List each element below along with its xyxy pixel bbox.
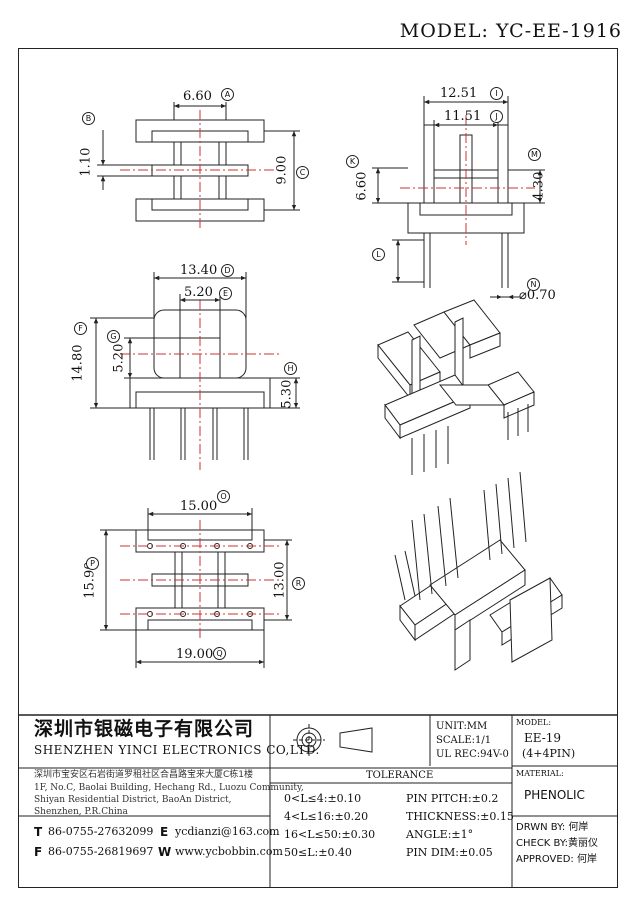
fax-value: 86-0755-26819697 (48, 845, 154, 858)
marker-g: G (107, 330, 120, 343)
dim-5-20-top: 5.20 (184, 285, 213, 300)
address-en-1: 1F, No.C, Baolai Building, Hechang Rd., … (34, 783, 304, 793)
tolerance-row-2: 4<L≤16:±0.20 (284, 810, 369, 823)
marker-r: R (292, 577, 305, 590)
dim-13-00: 13.00 (272, 561, 288, 599)
material-value: PHENOLIC (524, 788, 585, 802)
marker-j: J (490, 110, 503, 123)
address-en-2: Shiyan Residential District, BaoAn Distr… (34, 795, 232, 805)
unit-spec: UNIT:MM (436, 721, 488, 732)
front-view (90, 272, 300, 470)
dim-13-40: 13.40 (180, 263, 218, 278)
checked-by: CHECK BY:黄丽仪 (516, 838, 599, 849)
top-view (97, 102, 300, 230)
web-label: W (158, 845, 172, 859)
marker-o: O (217, 490, 230, 503)
ul-spec: UL REC:94V-0 (436, 749, 509, 760)
tolerance-thickness: THICKNESS:±0.15 (406, 810, 514, 823)
dim-11-51: 11.51 (444, 109, 482, 124)
title-block-grid (18, 714, 618, 888)
tolerance-row-1: 0<L≤4:±0.10 (284, 792, 362, 805)
marker-h: H (284, 362, 297, 375)
tolerance-pin-dim: PIN DIM:±0.05 (406, 846, 493, 859)
marker-q: Q (213, 647, 226, 660)
marker-f: F (74, 322, 87, 335)
marker-c: C (296, 166, 309, 179)
tel-value: 86-0755-27632099 (48, 825, 154, 838)
dim-19-00: 19.00 (176, 647, 214, 662)
company-name-en: SHENZHEN YINCI ELECTRONICS CO,LTD. (34, 743, 320, 757)
company-name-cn: 深圳市银磁电子有限公司 (34, 718, 255, 740)
tolerance-row-3: 16<L≤50:±0.30 (284, 828, 376, 841)
marker-n: N (527, 278, 540, 291)
marker-d: D (221, 264, 234, 277)
side-view (372, 96, 545, 300)
marker-i: I (490, 87, 503, 100)
dim-12-51: 12.51 (440, 86, 478, 101)
marker-k: K (346, 155, 359, 168)
drawn-by: DRWN BY: 何岸 (516, 822, 589, 833)
model-value: EE-19 (524, 731, 562, 745)
bottom-view (100, 508, 292, 668)
marker-p: P (86, 557, 99, 570)
dim-0-70: ⌀0.70 (519, 288, 556, 303)
dim-4-30: 4.30 (531, 171, 547, 201)
marker-m: M (528, 148, 541, 161)
email-label: E (160, 825, 169, 839)
email-value[interactable]: ycdianzi@163.com (175, 825, 280, 838)
marker-b: B (82, 112, 95, 125)
dim-5-30: 5.30 (279, 379, 295, 409)
dim-1-10: 1.10 (78, 147, 94, 177)
address-cn: 深圳市宝安区石岩街道罗租社区合昌路宝来大厦C栋1楼 (34, 770, 254, 780)
tolerance-row-4: 50≤L:±0.40 (284, 846, 352, 859)
marker-l: L (372, 248, 385, 261)
tolerance-pin-pitch: PIN PITCH:±0.2 (406, 792, 499, 805)
tel-label: T (34, 825, 43, 839)
isometric-view-upper (377, 299, 535, 475)
model-label: MODEL: (516, 718, 552, 727)
model-title: MODEL: YC-EE-1916 (399, 20, 622, 42)
dim-5-20-left: 5.20 (111, 343, 127, 373)
tolerance-title: TOLERANCE (366, 770, 434, 781)
isometric-view-lower (394, 471, 563, 671)
marker-e: E (219, 287, 232, 300)
fax-label: F (34, 845, 43, 859)
material-label: MATERIAL: (516, 769, 564, 778)
tolerance-angle: ANGLE:±1° (406, 828, 474, 841)
approved-by: APPROVED: 何岸 (516, 854, 597, 865)
marker-a: A (221, 88, 234, 101)
dim-6-60-top: 6.60 (183, 89, 212, 104)
drawing-frame (18, 48, 618, 888)
model-pins: (4+4PIN) (522, 747, 576, 760)
dim-14-80: 14.80 (70, 344, 86, 382)
dim-6-60-side: 6.60 (354, 171, 370, 201)
dim-9-00: 9.00 (274, 155, 290, 185)
scale-spec: SCALE:1/1 (436, 735, 492, 746)
address-en-3: Shenzhen, P.R.China (34, 807, 128, 817)
dim-15-00: 15.00 (180, 499, 218, 514)
web-value[interactable]: www.ycbobbin.com (175, 845, 283, 858)
